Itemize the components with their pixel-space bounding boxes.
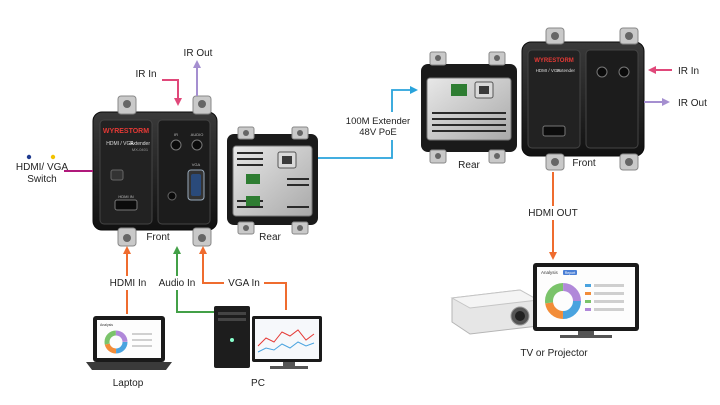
label-vga-in: VGA In [228, 278, 260, 289]
device-hdmi-in-label: HDMI IN [118, 194, 133, 199]
ir-in-port [596, 66, 608, 78]
label-rear-left: Rear [259, 232, 281, 243]
label-tv: TV or Projector [520, 348, 588, 359]
label-front-left: Front [146, 232, 170, 243]
switch-dot-blue [26, 154, 32, 160]
label-hdmi-out: HDMI OUT [528, 208, 577, 219]
label-ir-out-left: IR Out [184, 48, 213, 59]
label-front-right: Front [572, 158, 596, 169]
right-rear-wallplate [421, 51, 517, 164]
label-ir-in-left: IR In [135, 69, 156, 80]
label-pc: PC [251, 378, 265, 389]
device-model-right-2: Extender [557, 68, 576, 73]
device-brand: WYRESTORM [103, 128, 149, 135]
label-laptop: Laptop [113, 378, 144, 389]
left-front-wallplate: WYRESTORM HDMI / VGA Extender MX-0401 HD… [92, 95, 218, 247]
label-ir-in-right: IR In [678, 66, 699, 77]
hdmi-out-port [542, 125, 566, 137]
pc-tower-icon [214, 306, 250, 368]
label-hdmi-in: HDMI In [110, 278, 147, 289]
device-vga-label: VGA [192, 162, 201, 167]
tv-screen-title: Analysis [541, 270, 559, 275]
audio-port [191, 139, 203, 151]
device-brand-right: WYRESTORM [534, 58, 574, 64]
label-rear-right: Rear [458, 160, 480, 171]
laptop-icon: Analysis [86, 316, 172, 370]
label-extender-1: 100M Extender [346, 116, 410, 127]
label-switch-2: Switch [27, 174, 56, 185]
label-extender-2: 48V PoE [359, 127, 397, 138]
audio-in-arrow [173, 246, 226, 313]
tv-icon: Analysis Report [533, 263, 639, 338]
device-model: HDMI / VGA [106, 141, 134, 147]
switch-dot-yellow [50, 154, 56, 160]
label-ir-out-right: IR Out [678, 98, 707, 109]
tv-screen-tab: Report [565, 271, 576, 275]
device-sku: MX-0401 [132, 147, 149, 152]
device-model-right: HDMI / VGA [536, 68, 561, 73]
device-audio-label: AUDIO [191, 132, 204, 137]
laptop-screen-title: Analysis [100, 323, 113, 327]
device-model-2: Extender [130, 141, 150, 147]
label-audio-in: Audio In [159, 278, 196, 289]
ir-out-port [618, 66, 630, 78]
label-switch-1: HDMI/ VGA [16, 162, 69, 173]
ir-port [170, 139, 182, 151]
monitor-icon [252, 316, 322, 369]
hdmi-port [114, 199, 138, 211]
right-front-wallplate: WYRESTORM HDMI / VGA Extender [521, 27, 645, 171]
device-ir-label: IR [174, 132, 178, 137]
ir-in-left-arrow [162, 79, 182, 106]
left-rear-wallplate [227, 126, 318, 235]
projector-icon [450, 289, 540, 335]
